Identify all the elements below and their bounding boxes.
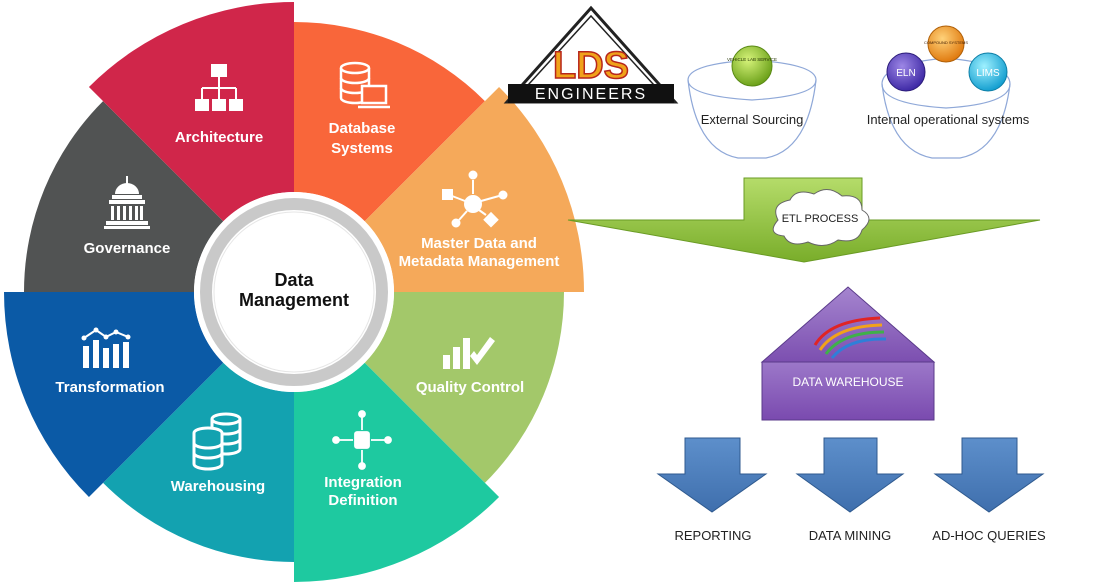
network-nodes-icon bbox=[442, 170, 508, 228]
segment-architecture bbox=[88, 2, 295, 222]
segment-quality bbox=[364, 292, 564, 483]
svg-text:Quality Control: Quality Control bbox=[416, 379, 524, 396]
internal-systems-label: Internal operational systems bbox=[867, 112, 1030, 127]
internal-systems-funnel: COMPOUND SYSTEMS ELN LIMS Internal opera… bbox=[867, 25, 1030, 159]
segment-master bbox=[364, 86, 584, 293]
data-warehouse-flow: VEHICLE LAB SERVICE External Sourcing CO… bbox=[567, 25, 1046, 543]
integration-hub-icon bbox=[332, 410, 392, 470]
svg-text:Transformation: Transformation bbox=[55, 379, 164, 396]
data-mining-label: DATA MINING bbox=[809, 528, 892, 543]
segment-label-database: Database Systems bbox=[329, 120, 396, 157]
etl-process-label: ETL PROCESS bbox=[782, 213, 859, 225]
external-source-ball bbox=[731, 45, 773, 87]
ad-hoc-queries-label: AD-HOC QUERIES bbox=[932, 528, 1046, 543]
data-warehouse-building: DATA WAREHOUSE bbox=[760, 286, 936, 421]
lims-ball bbox=[968, 52, 1008, 92]
data-management-wheel: Data Management Architecture Database Sy… bbox=[4, 2, 584, 582]
data-warehouse-label: DATA WAREHOUSE bbox=[792, 375, 903, 389]
svg-text:Database: Database bbox=[329, 120, 396, 137]
database-monitor-icon bbox=[339, 61, 390, 109]
segment-label-transformation: Transformation bbox=[55, 379, 164, 396]
logo-text: ENGINEERS bbox=[535, 86, 647, 103]
reporting-arrow bbox=[656, 437, 768, 513]
external-sourcing-funnel: VEHICLE LAB SERVICE External Sourcing bbox=[687, 45, 817, 159]
org-chart-icon bbox=[195, 64, 243, 111]
center-circle bbox=[213, 211, 375, 373]
compound-systems-ball bbox=[927, 25, 965, 63]
svg-text:Architecture: Architecture bbox=[175, 129, 263, 146]
reporting-label: REPORTING bbox=[674, 528, 751, 543]
eln-ball-text: ELN bbox=[896, 68, 915, 79]
svg-text:Metadata Management: Metadata Management bbox=[399, 253, 560, 270]
output-arrows bbox=[656, 437, 1045, 513]
inner-gray-ring bbox=[200, 198, 388, 386]
eln-ball bbox=[886, 52, 926, 92]
svg-text:Master Data and: Master Data and bbox=[421, 235, 537, 252]
bar-chart-icon bbox=[81, 327, 131, 368]
segment-label-master-data: Master Data and Metadata Management bbox=[399, 235, 560, 270]
segment-label-architecture: Architecture bbox=[175, 129, 263, 146]
external-sourcing-label: External Sourcing bbox=[701, 112, 804, 127]
segment-integration bbox=[294, 362, 500, 582]
data-mining-arrow bbox=[795, 437, 905, 513]
svg-text:Warehousing: Warehousing bbox=[171, 478, 265, 495]
svg-text:Integration: Integration bbox=[324, 474, 402, 491]
warehouse-rainbow-icon bbox=[813, 316, 887, 359]
center-title-line2: Management bbox=[239, 290, 349, 310]
segment-label-warehousing: Warehousing bbox=[171, 478, 265, 495]
segment-transformation bbox=[4, 292, 224, 498]
chart-check-icon bbox=[443, 337, 495, 369]
svg-text:Systems: Systems bbox=[331, 140, 393, 157]
lims-ball-text: LIMS bbox=[976, 68, 1000, 79]
svg-text:Definition: Definition bbox=[328, 492, 397, 509]
segment-label-integration: Integration Definition bbox=[324, 474, 402, 509]
svg-text:Governance: Governance bbox=[84, 240, 171, 257]
lds-engineers-logo: LDS ENGINEERS bbox=[503, 5, 679, 104]
segment-label-governance: Governance bbox=[84, 240, 171, 257]
center-title-line1: Data bbox=[274, 270, 314, 290]
etl-process-cloud: ETL PROCESS bbox=[772, 189, 870, 246]
capitol-building-icon bbox=[104, 176, 150, 229]
ad-hoc-queries-arrow bbox=[933, 437, 1045, 513]
segment-label-quality-control: Quality Control bbox=[416, 379, 524, 396]
database-stack-icon bbox=[192, 412, 242, 471]
external-ball-text: VEHICLE LAB SERVICE bbox=[727, 57, 777, 62]
compound-ball-text: COMPOUND SYSTEMS bbox=[924, 40, 968, 45]
logo-monogram: LDS bbox=[553, 45, 629, 87]
